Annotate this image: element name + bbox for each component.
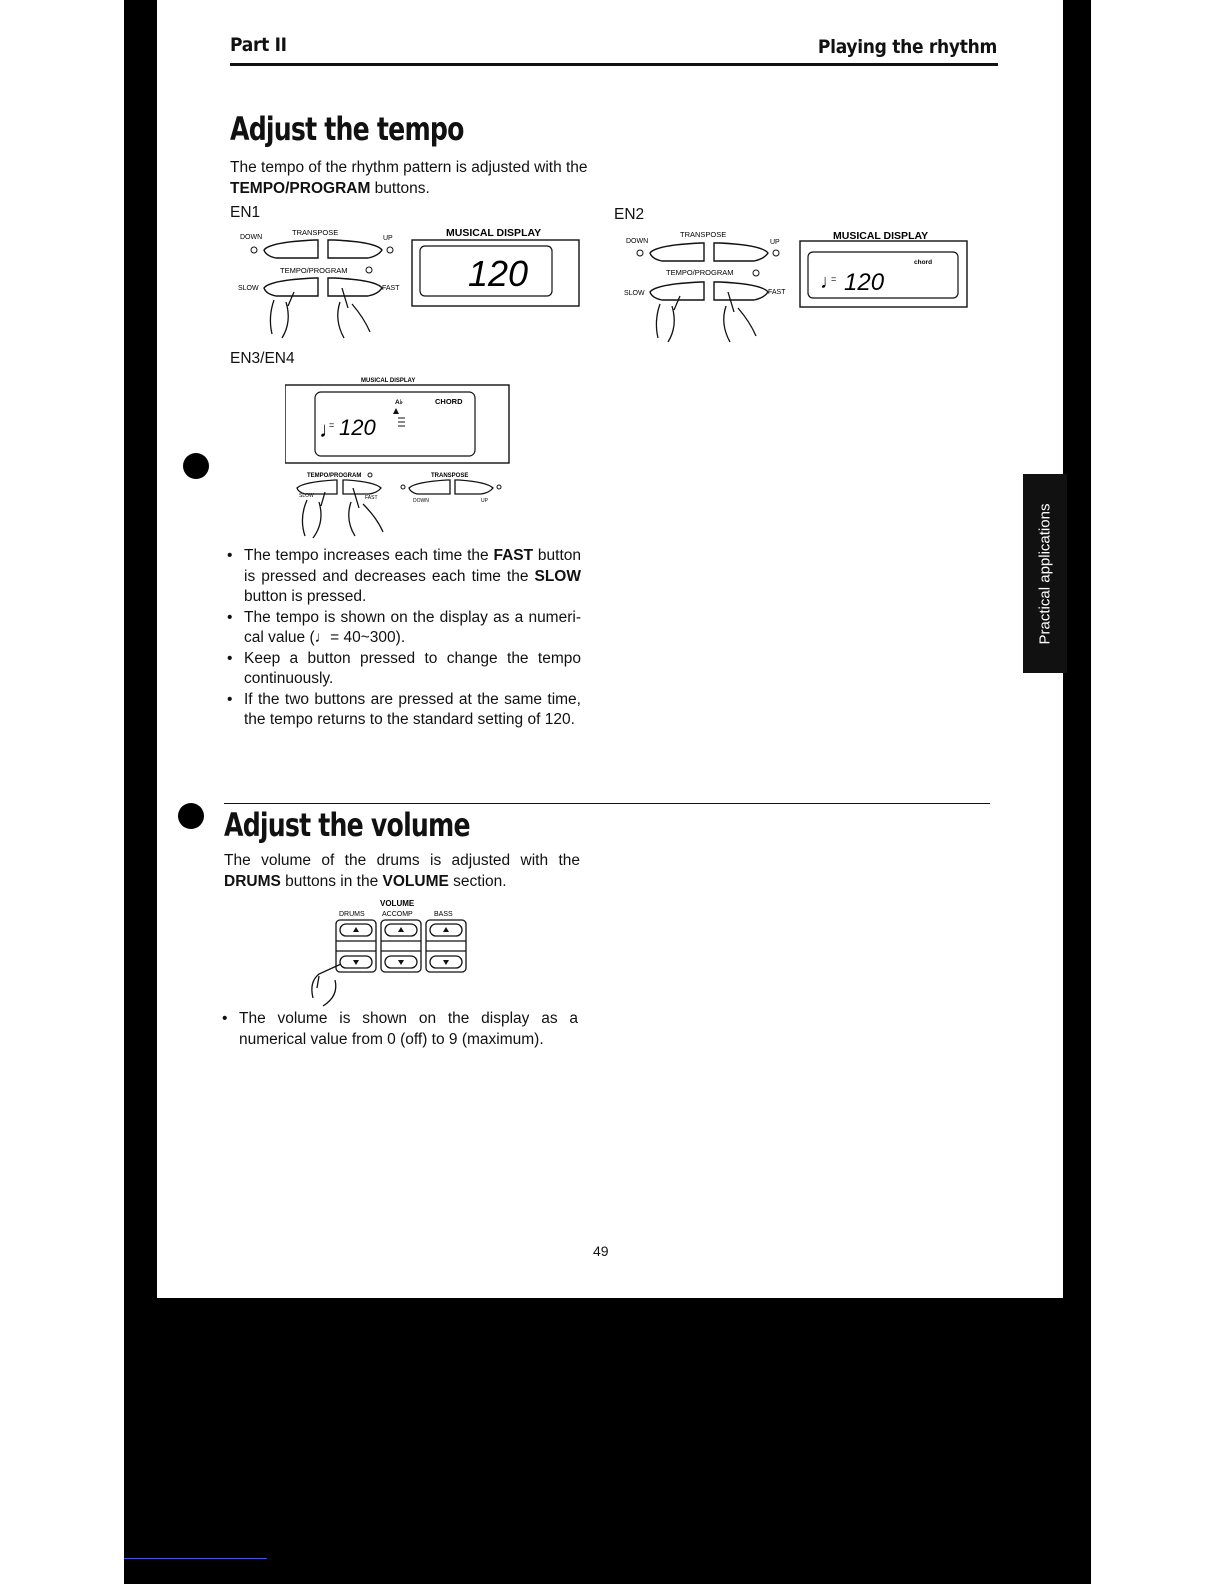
tempo-bullet-3: Keep a button pressed to change the temp…	[227, 649, 581, 690]
en34-slow-label: SLOW	[299, 493, 314, 499]
en1-transpose-label: TRANSPOSE	[292, 228, 338, 237]
en34-up-label: UP	[481, 498, 489, 504]
en2-chord-label: chord	[914, 259, 932, 266]
section-divider	[224, 803, 990, 804]
en2-musical-display-label: MUSICAL DISPLAY	[833, 230, 928, 242]
tempo-intro: The tempo of the rhythm pattern is adjus…	[230, 159, 588, 197]
en2-display-value: 120	[844, 269, 885, 296]
scan-border-bottom	[124, 1298, 1091, 1584]
tempo-bullet-2: The tempo is shown on the display as a n…	[227, 608, 581, 649]
en2-up-label: UP	[770, 239, 780, 246]
volume-heading: Adjust the volume	[224, 806, 471, 844]
tempo-bullet-1: The tempo increases each time the FAST b…	[227, 546, 581, 608]
en34-chord-label: CHORD	[435, 397, 463, 406]
tempo-heading: Adjust the tempo	[230, 110, 464, 148]
hole-punch-mark-2	[178, 803, 204, 829]
model-en2-label: EN2	[614, 206, 645, 223]
en2-tempo-program-label: TEMPO/PROGRAM	[666, 268, 734, 277]
en34-tempo-program-label: TEMPO/PROGRAM	[307, 473, 361, 479]
bass-label: BASS	[434, 911, 453, 918]
volume-bullet-list: The volume is shown on the display as a …	[222, 1009, 578, 1050]
volume-bullet-1: The volume is shown on the display as a …	[222, 1009, 578, 1050]
tempo-bullet-list: The tempo increases each time the FAST b…	[227, 546, 581, 731]
tempo-bullet-4: If the two buttons are pressed at the sa…	[227, 690, 581, 731]
en2-transpose-label: TRANSPOSE	[680, 230, 726, 239]
en34-transpose-label: TRANSPOSE	[431, 473, 468, 479]
accomp-label: ACCOMP	[382, 911, 413, 918]
en34-down-label: DOWN	[413, 498, 429, 504]
side-tab-label: Practical applications	[1036, 503, 1054, 644]
en1-fast-label: FAST	[382, 285, 400, 292]
side-tab: Practical applications	[1023, 474, 1067, 673]
en1-panel-diagram: TRANSPOSE DOWN UP TEMPO/PROGRAM SLOW FAS…	[238, 227, 580, 339]
en1-tempo-program-label: TEMPO/PROGRAM	[280, 266, 348, 275]
link-underline	[124, 1558, 267, 1559]
svg-text:=: =	[329, 420, 334, 430]
header-section: Playing the rhythm	[817, 36, 997, 58]
header-rule	[230, 63, 998, 66]
en2-slow-label: SLOW	[624, 290, 645, 297]
volume-intro: The volume of the drums is adjusted with…	[224, 852, 580, 890]
en34-fast-label: FAST	[365, 495, 378, 501]
page-number: 49	[593, 1243, 609, 1259]
svg-text:=: =	[831, 274, 836, 284]
en1-down-label: DOWN	[240, 234, 262, 241]
en2-fast-label: FAST	[768, 289, 786, 296]
volume-label: VOLUME	[380, 899, 415, 908]
en34-musical-display-label: MUSICAL DISPLAY	[361, 378, 415, 384]
en34-ab-label: A♭	[395, 398, 403, 406]
volume-panel-diagram: VOLUME DRUMS ACCOMP BASS	[311, 899, 467, 1007]
en1-display-value: 120	[468, 253, 528, 294]
en2-panel-diagram: TRANSPOSE DOWN UP TEMPO/PROGRAM SLOW FAS…	[624, 230, 968, 343]
en34-panel-diagram: MUSICAL DISPLAY A♭ CHORD ♩ = 120 TEMPO/P…	[285, 378, 510, 539]
en2-down-label: DOWN	[626, 238, 648, 245]
en34-note-icon: ♩	[319, 417, 341, 442]
en34-display-value: 120	[339, 415, 376, 440]
en1-up-label: UP	[383, 235, 393, 242]
en1-musical-display-label: MUSICAL DISPLAY	[446, 227, 541, 239]
model-en34-label: EN3/EN4	[230, 350, 295, 367]
header-part: Part II	[230, 34, 287, 56]
en1-slow-label: SLOW	[238, 285, 259, 292]
model-en1-label: EN1	[230, 204, 261, 221]
drums-label: DRUMS	[339, 911, 365, 918]
en2-note-icon: ♩	[820, 271, 840, 293]
hole-punch-mark-1	[183, 453, 209, 479]
